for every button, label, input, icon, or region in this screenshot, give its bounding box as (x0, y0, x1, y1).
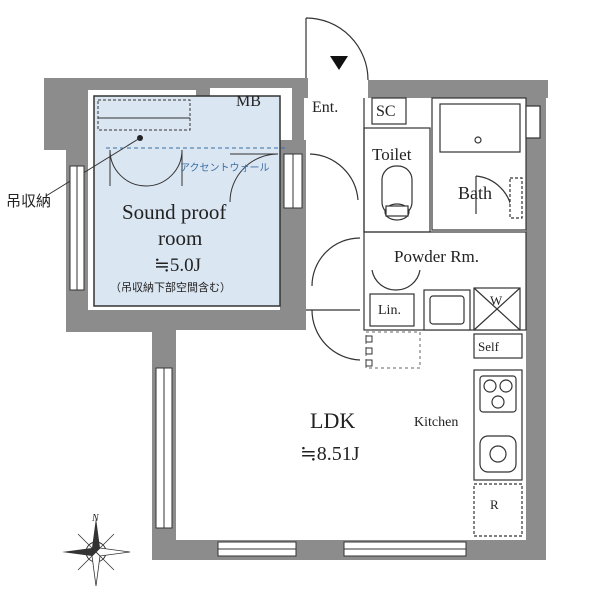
mb-label: MB (236, 93, 261, 110)
powder-room-label: Powder Rm. (394, 247, 479, 266)
entrance-label: Ent. (312, 99, 339, 116)
shelf-label: Self (478, 339, 499, 354)
ldk-name: LDK (310, 408, 356, 433)
linen-label: Lin. (378, 303, 401, 318)
bath-label: Bath (458, 183, 492, 203)
overhead-storage-label: 吊収納 (6, 192, 52, 210)
refrigerator-label: R (490, 497, 499, 512)
sound-proof-room-note: （吊収納下部空間含む） (110, 281, 231, 294)
sound-proof-room-floor (94, 96, 280, 306)
entrance-arrow-icon (330, 56, 348, 70)
toilet-label: Toilet (372, 145, 412, 164)
kitchen-label: Kitchen (414, 415, 459, 430)
sound-proof-room-name-line1: Sound proof (122, 200, 227, 224)
ldk-floor (176, 330, 526, 540)
sound-proof-room-area: ≒5.0J (154, 255, 202, 276)
washer-label: W (490, 293, 503, 308)
compass-north-label: N (92, 513, 99, 524)
accent-wall-label: アクセントウォール (180, 163, 270, 174)
ldk-area: ≒8.51J (300, 443, 360, 465)
sound-proof-room-name-line2: room (158, 226, 203, 250)
compass-rose-icon (62, 518, 131, 587)
shoe-closet-label: SC (376, 103, 396, 120)
